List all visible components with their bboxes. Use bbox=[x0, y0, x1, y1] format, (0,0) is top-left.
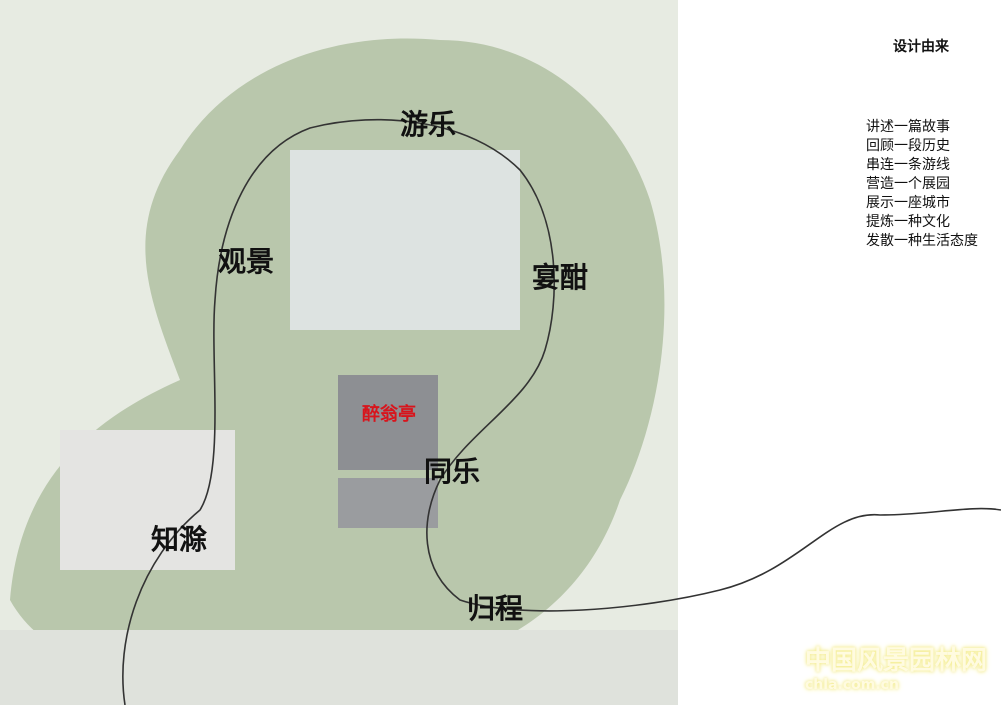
watermark-name: 中国风景园林网 bbox=[805, 646, 988, 676]
path-lower bbox=[0, 630, 678, 705]
pavilion-hall bbox=[338, 478, 438, 528]
line-item: 发散一种生活态度 bbox=[866, 233, 978, 249]
line-item: 展示一座城市 bbox=[866, 195, 950, 211]
label-tongle: 同乐 bbox=[424, 455, 481, 488]
line-item: 营造一个展园 bbox=[866, 176, 950, 192]
line-item: 提炼一种文化 bbox=[866, 214, 950, 230]
watermark-url: chla.com.cn bbox=[805, 677, 899, 693]
route-line bbox=[122, 118, 1001, 705]
sidebar-lines: 讲述一篇故事 回顾一段历史 串连一条游线 营造一个展园 展示一座城市 提炼一种文… bbox=[866, 118, 978, 251]
sidebar-title: 设计由来 bbox=[893, 39, 949, 55]
label-guanjing: 观景 bbox=[218, 245, 275, 278]
line-item: 讲述一篇故事 bbox=[866, 119, 950, 135]
line-item: 串连一条游线 bbox=[866, 157, 950, 173]
watermark-logo: 中国风景园林网 chla.com.cn bbox=[805, 640, 987, 693]
label-yanhan: 宴酣 bbox=[532, 261, 589, 294]
label-youle: 游乐 bbox=[400, 108, 457, 141]
label-pavilion: 醉翁亭 bbox=[362, 404, 416, 425]
label-guicheng: 归程 bbox=[467, 592, 524, 625]
plaza bbox=[290, 150, 520, 330]
pavilion-roof bbox=[338, 375, 438, 470]
line-item: 回顾一段历史 bbox=[866, 138, 950, 154]
label-zhichu: 知滁 bbox=[151, 523, 208, 556]
entrance-area bbox=[60, 430, 235, 570]
